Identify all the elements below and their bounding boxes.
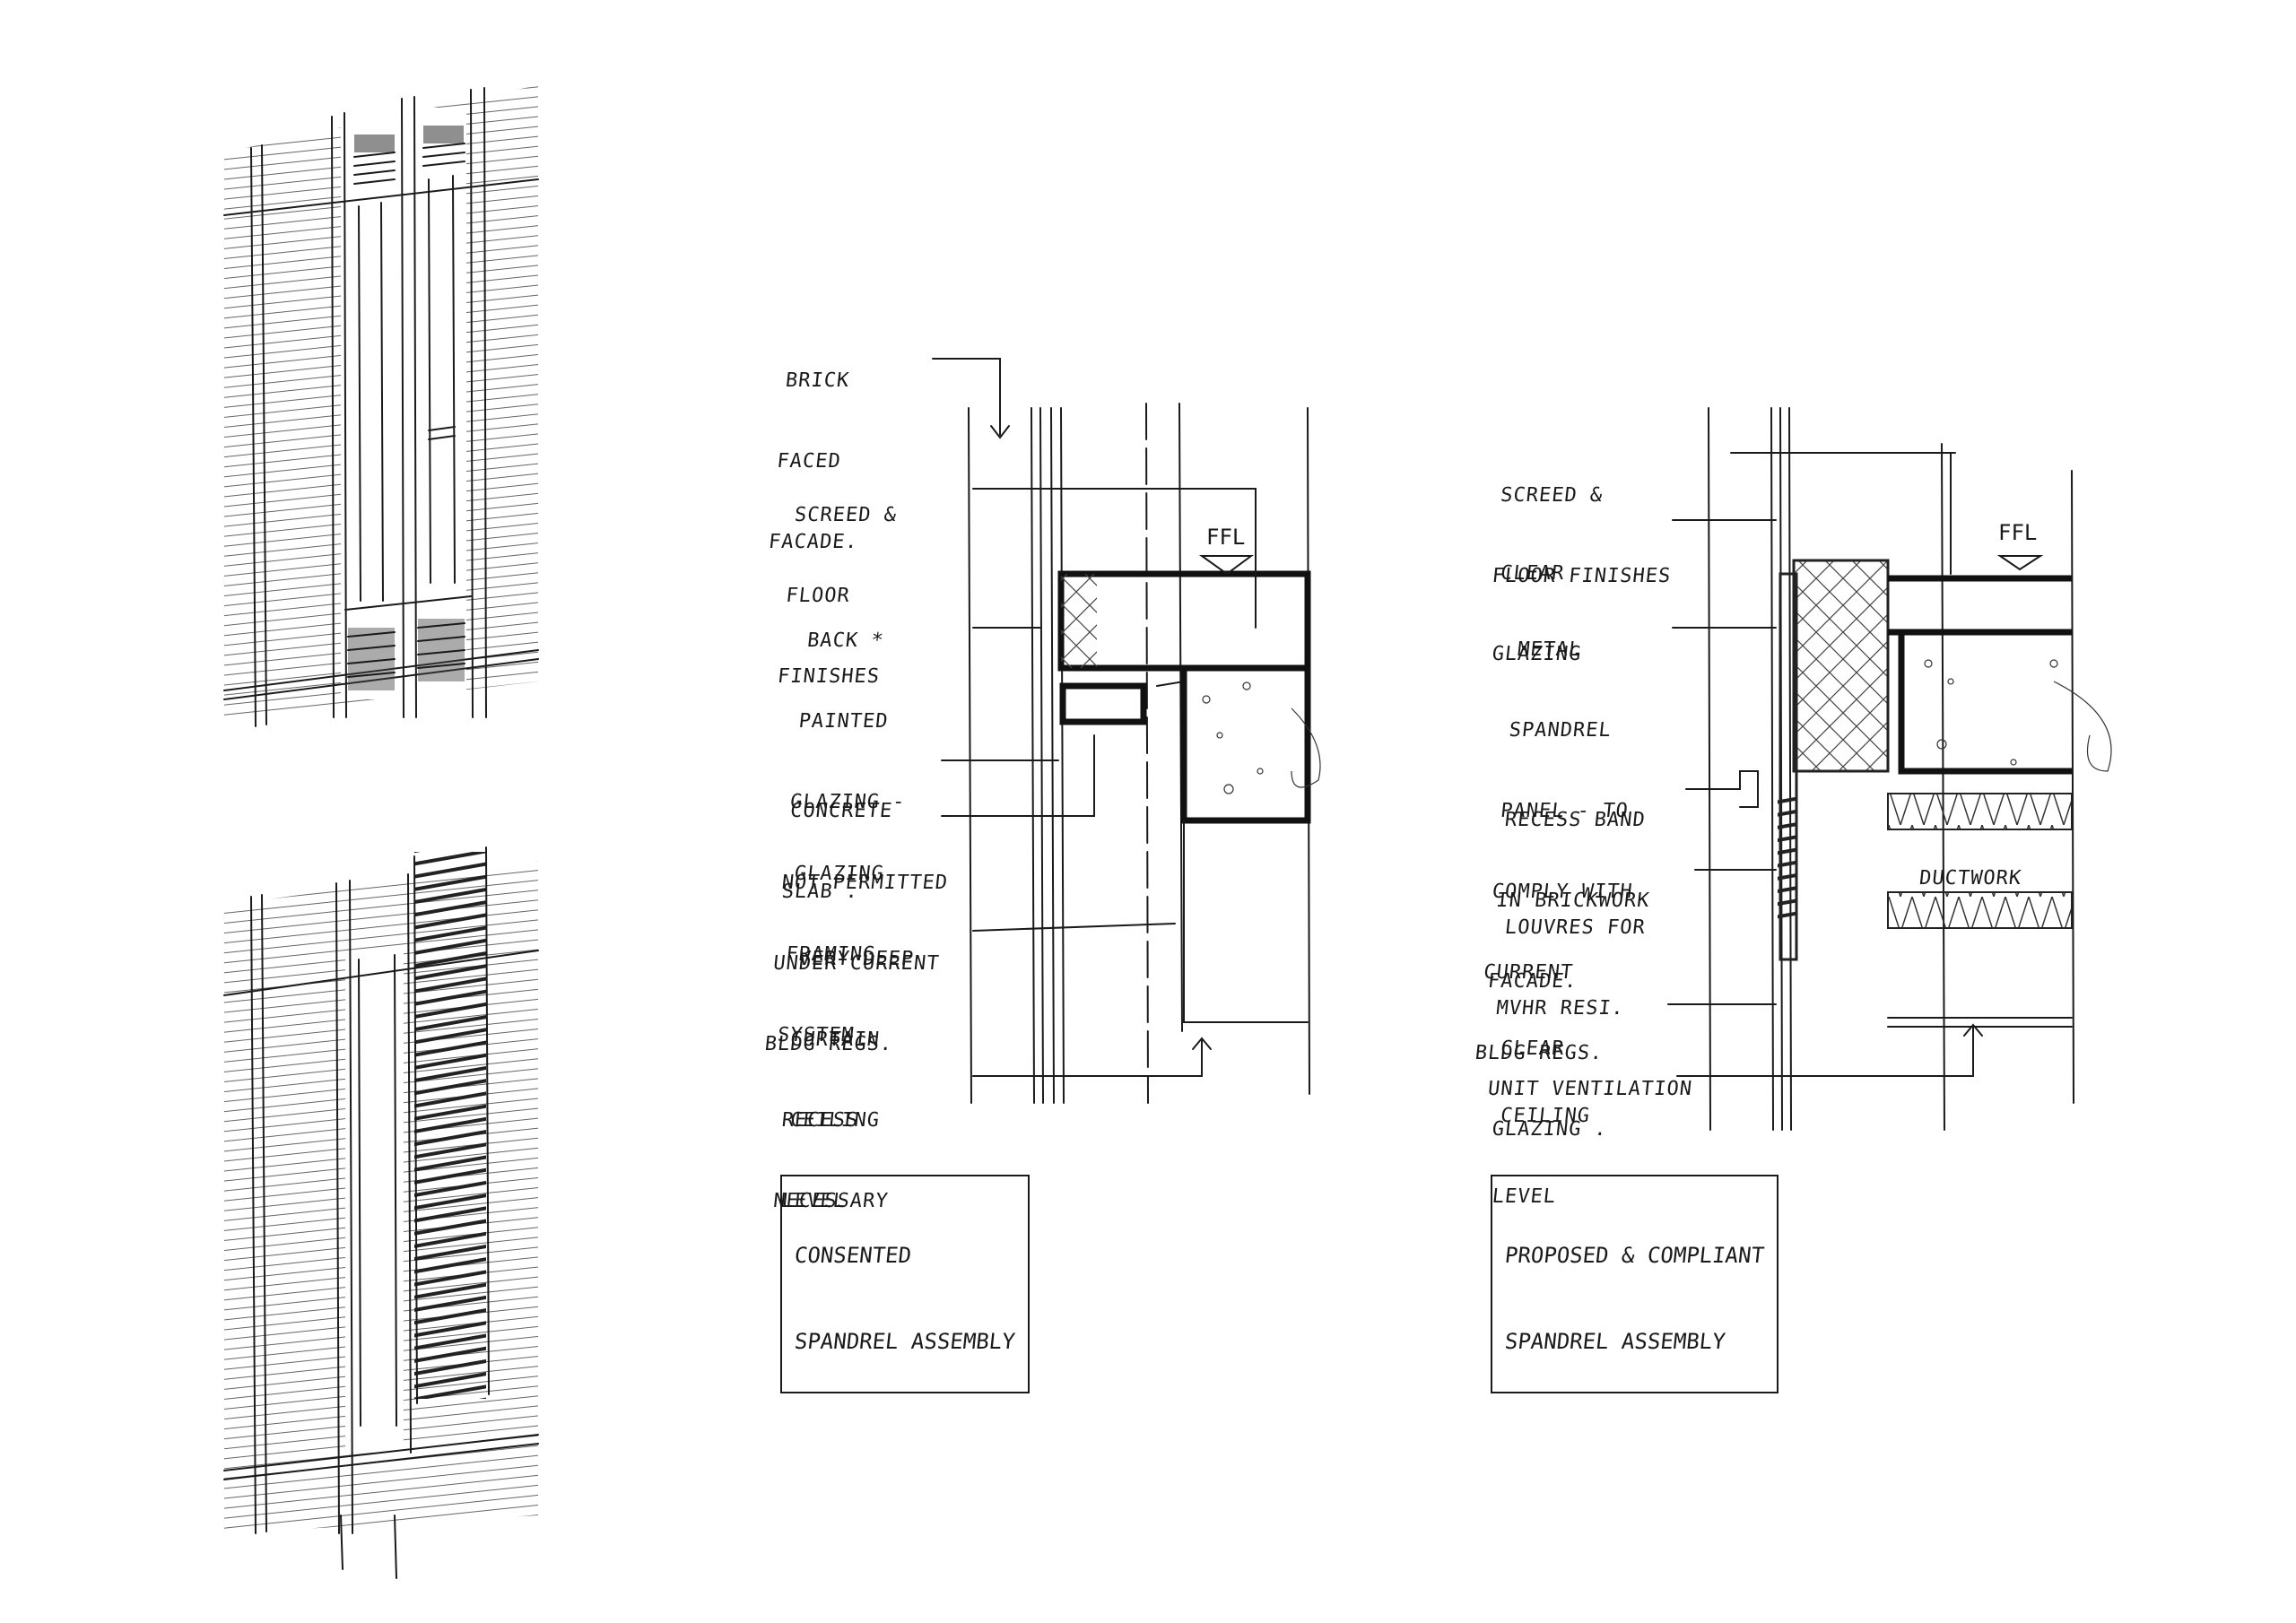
consented-section [932,358,1321,1104]
label-ductwork: DUCTWORK [1918,867,2023,890]
title-consented: CONSENTED SPANDREL ASSEMBLY [780,1175,1030,1393]
proposed-section [1667,407,2112,1131]
title-proposed: PROPOSED & COMPLIANT SPANDREL ASSEMBLY [1491,1175,1779,1393]
elevation-sketch-bottom [223,846,539,1579]
ffl-label-proposed: FFL [1998,520,2038,545]
elevation-sketch-top [223,85,539,727]
ffl-label-consented: FFL [1206,525,1246,550]
